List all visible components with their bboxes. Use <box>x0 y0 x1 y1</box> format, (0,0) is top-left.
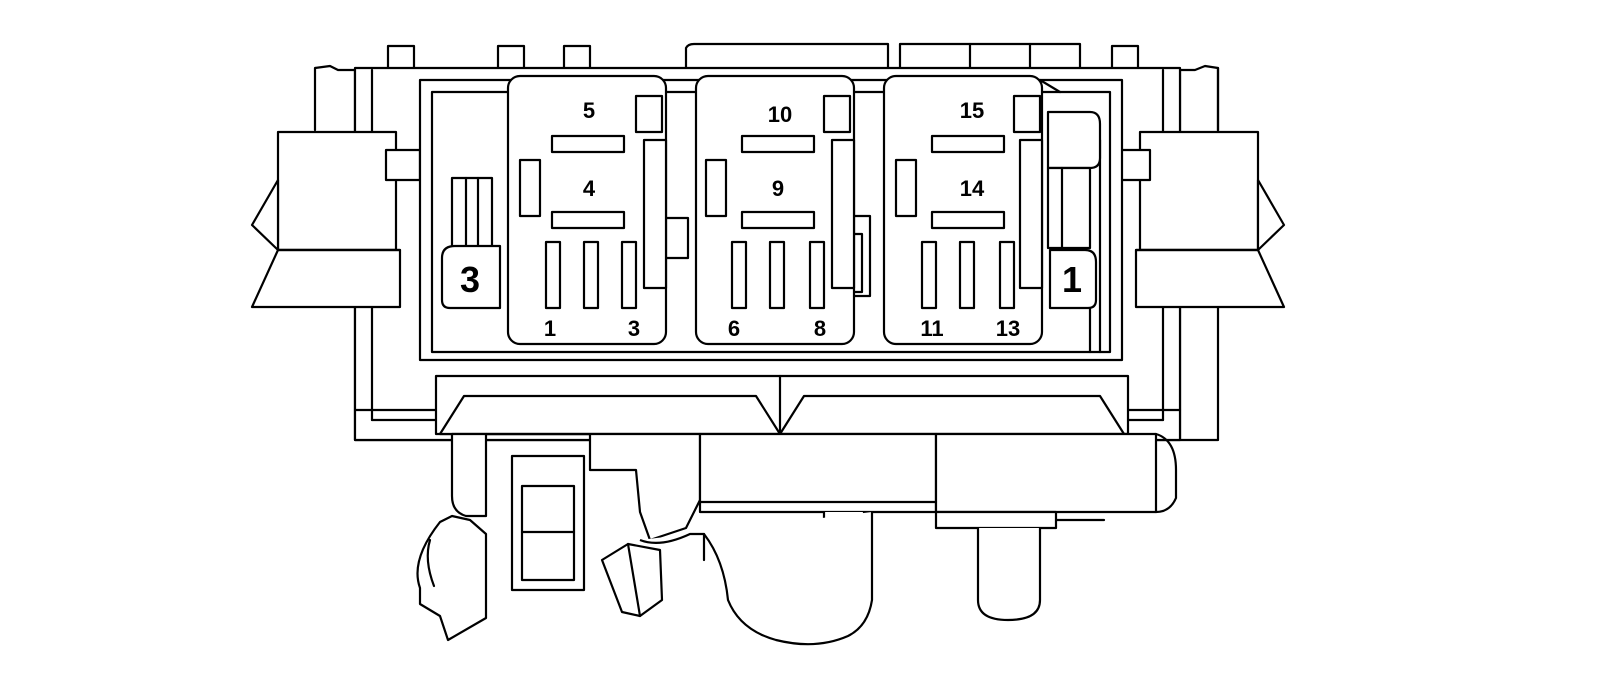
top-tabs <box>386 42 1140 72</box>
cavity-label-1: 1 <box>1062 259 1082 300</box>
pin-label-top: 10 <box>768 102 792 127</box>
pin-label-bottom-right: 8 <box>814 316 826 341</box>
locking-clip <box>416 454 664 642</box>
pin-label-middle: 14 <box>960 176 985 201</box>
pin-label-middle: 9 <box>772 176 784 201</box>
cavity-label-3: 3 <box>460 259 480 300</box>
left-latch <box>250 130 422 309</box>
cavity-1: 1 <box>1046 110 1102 310</box>
pin-label-top: 5 <box>583 98 595 123</box>
pin-label-bottom-left: 11 <box>920 316 943 341</box>
pin-label-bottom-right: 13 <box>996 316 1020 341</box>
lower-shelf <box>434 374 1130 436</box>
pin-label-bottom-left: 1 <box>544 316 556 341</box>
pin-label-bottom-left: 6 <box>728 316 740 341</box>
relay-left: 5 4 1 3 <box>506 74 668 346</box>
right-latch <box>1114 130 1286 309</box>
lower-shroud <box>639 512 874 646</box>
cavity-3: 3 <box>440 176 502 310</box>
lower-body <box>450 432 1178 542</box>
relay-right: 15 14 11 13 <box>882 74 1044 346</box>
relay-center: 10 9 6 8 <box>694 74 856 346</box>
pin-label-top: 15 <box>960 98 984 123</box>
pin-label-middle: 4 <box>583 176 596 201</box>
pin-label-bottom-right: 3 <box>628 316 640 341</box>
